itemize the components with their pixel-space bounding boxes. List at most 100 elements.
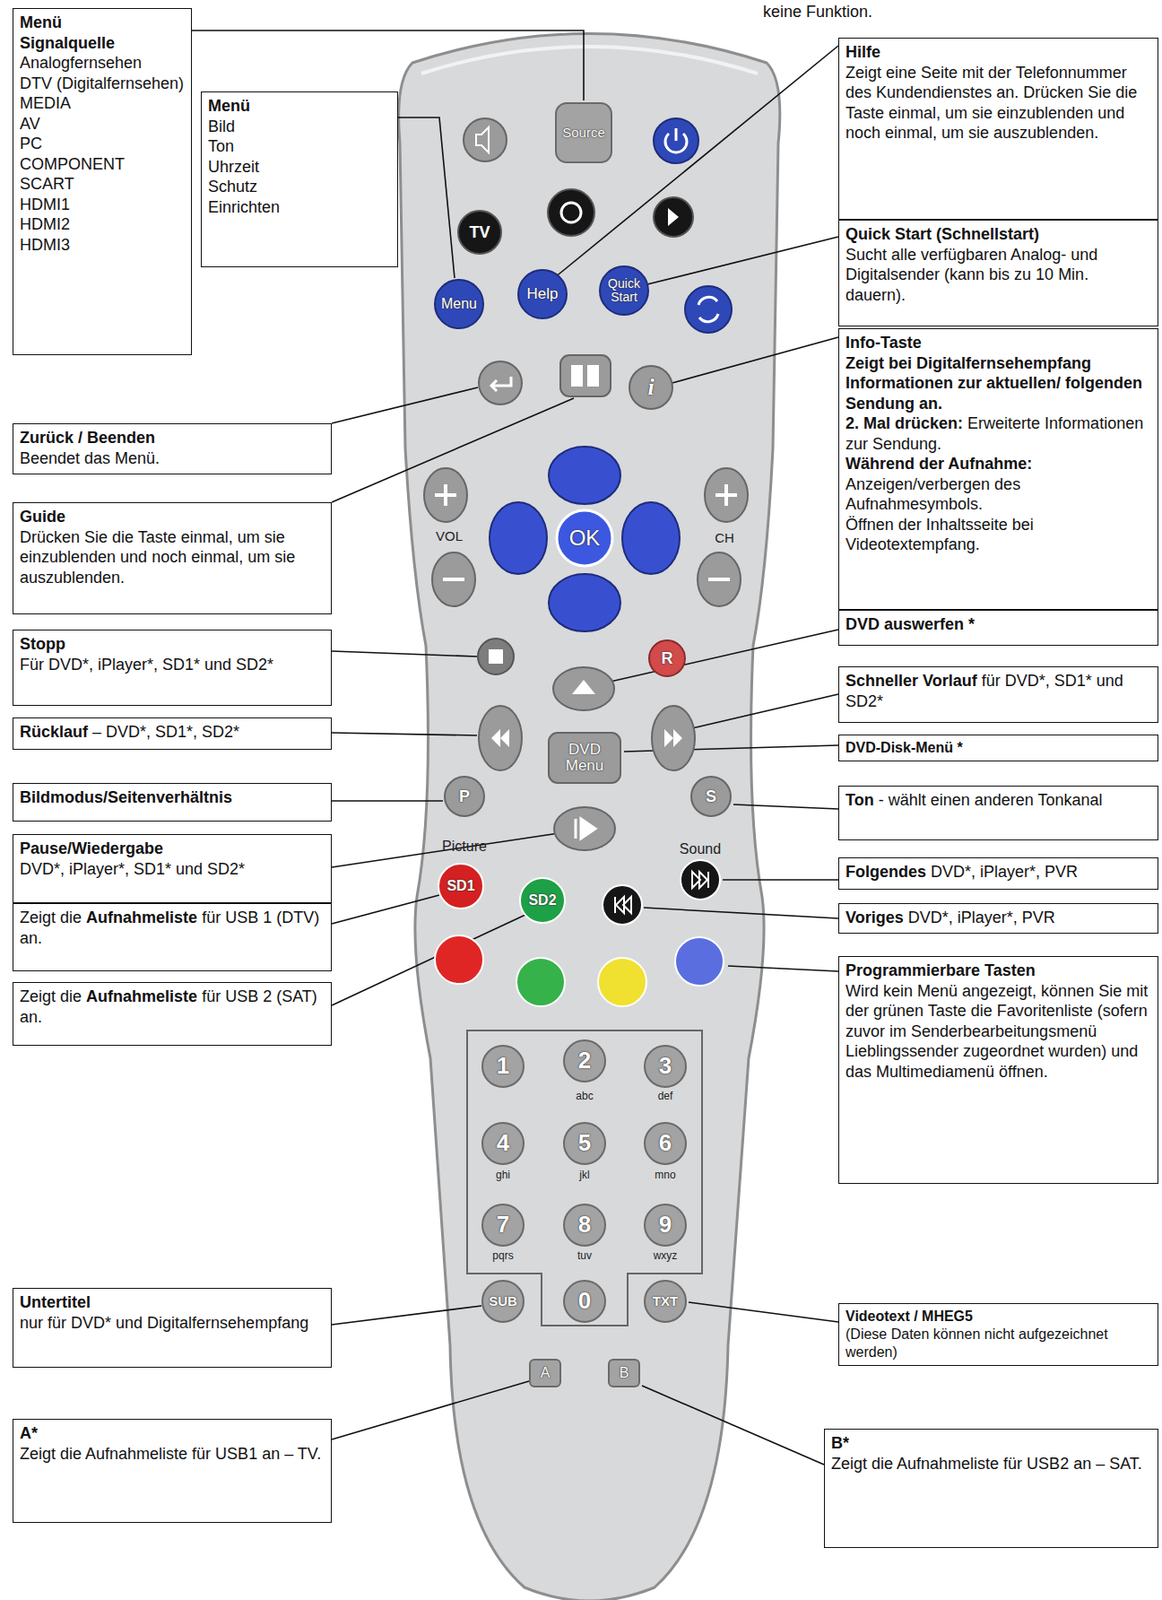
callout-heading: Voriges bbox=[845, 908, 904, 927]
button-label: DVD Menu bbox=[557, 741, 612, 774]
callout-text: Wird kein Menü angezeigt, können Sie mit… bbox=[845, 980, 1152, 1083]
callout-heading: Programmierbare Tasten bbox=[845, 960, 1152, 981]
leader-line bbox=[331, 387, 478, 424]
number-button bbox=[644, 1045, 686, 1087]
leader-line bbox=[643, 907, 839, 919]
teletext-callout: Videotext / MHEG5(Diese Daten können nic… bbox=[838, 1302, 1159, 1366]
red-button bbox=[434, 935, 484, 984]
number-pad-outline bbox=[467, 1030, 703, 1326]
rewind-button bbox=[478, 705, 522, 771]
fast-forward-callout: Schneller Vorlauffür DVD*, SD1* und SD2* bbox=[838, 666, 1159, 723]
yellow-button bbox=[598, 957, 647, 1006]
stop-button bbox=[477, 638, 514, 675]
button-label: TV bbox=[468, 224, 490, 242]
callout-text: Beendet das Menü. bbox=[19, 448, 325, 469]
callout-heading: Pause/Wiedergabe bbox=[19, 838, 325, 859]
leader-line bbox=[331, 1380, 529, 1440]
button-label: jkl bbox=[579, 1169, 590, 1181]
callout-text: Zeigt die bbox=[19, 987, 82, 1006]
callout-text: nur für DVD* und Digitalfernsehempfang bbox=[19, 1312, 325, 1334]
a-button bbox=[529, 1359, 561, 1387]
menu-callout: MenüBildTonUhrzeitSchutzEinrichten bbox=[200, 91, 399, 268]
previous-callout: VorigesDVD*, iPlayer*, PVR bbox=[838, 902, 1159, 934]
stop-callout: StoppFür DVD*, iPlayer*, SD1* und SD2* bbox=[12, 629, 332, 706]
eject-button bbox=[553, 667, 615, 711]
button-label: 3 bbox=[659, 1053, 672, 1078]
callout-heading: Zeigt bei Digitalfernsehempfang Informat… bbox=[845, 353, 1152, 415]
programmable-keys-callout: Programmierbare TastenWird kein Menü ang… bbox=[838, 955, 1159, 1184]
button-label: Source bbox=[562, 125, 606, 140]
callout-text: Zeigt eine Seite mit der Telefonnummer d… bbox=[845, 62, 1152, 144]
sd1-button bbox=[438, 863, 484, 909]
callout-text: – DVD*, SD1*, SD2* bbox=[92, 722, 240, 741]
dvd-menu-button bbox=[548, 732, 621, 783]
leader-line bbox=[688, 1301, 839, 1322]
button-label: R bbox=[661, 650, 674, 668]
down-button bbox=[548, 573, 621, 632]
callout-heading: Untertitel bbox=[19, 1292, 325, 1313]
previous-button bbox=[602, 884, 642, 925]
leader-line bbox=[398, 117, 455, 278]
button-label: P bbox=[459, 788, 470, 806]
back-icon bbox=[491, 376, 512, 391]
callout-text: PC bbox=[19, 133, 185, 155]
swap-icon bbox=[698, 296, 719, 321]
sound-button bbox=[691, 776, 731, 816]
callout-text: HDMI1 bbox=[19, 194, 185, 216]
button-label: pqrs bbox=[492, 1249, 513, 1262]
mute-icon bbox=[476, 127, 489, 153]
ok-button bbox=[556, 510, 613, 566]
subtitle-callout: Untertitelnur für DVD* und Digitalfernse… bbox=[12, 1287, 332, 1368]
number-button bbox=[563, 1040, 606, 1082]
subtitle-button bbox=[482, 1280, 524, 1322]
button-label: VOL bbox=[435, 528, 463, 544]
leader-line bbox=[602, 629, 839, 684]
callout-text: Analogfernsehen bbox=[19, 52, 185, 74]
callout-text: HDMI3 bbox=[19, 234, 185, 256]
leader-line bbox=[722, 878, 839, 881]
number-buttons bbox=[482, 1040, 686, 1387]
sd2-button bbox=[520, 877, 565, 923]
previous-icon bbox=[615, 896, 632, 913]
forward-icon bbox=[664, 728, 683, 747]
remote-highlight bbox=[421, 46, 758, 74]
button-label: Sound bbox=[679, 841, 721, 858]
callout-heading: Während der Aufnahme: bbox=[845, 453, 1152, 475]
source-button bbox=[555, 103, 612, 163]
play-pause-button bbox=[554, 806, 616, 850]
callout-text: Uhrzeit bbox=[208, 156, 391, 178]
button-label: tuv bbox=[577, 1249, 592, 1262]
button-label: Menu bbox=[441, 296, 477, 313]
button-label: OK bbox=[569, 526, 601, 549]
number-button bbox=[482, 1122, 524, 1164]
leader-line bbox=[331, 914, 526, 1006]
media-icon bbox=[667, 208, 679, 226]
forward-button bbox=[651, 705, 695, 771]
usb2-list-callout: Zeigt dieAufnahmelistefür USB 2 (SAT) an… bbox=[12, 981, 332, 1046]
callout-heading: Menü bbox=[208, 95, 391, 117]
callout-heading: Guide bbox=[19, 506, 325, 528]
guide-callout: GuideDrücken Sie die Taste einmal, um si… bbox=[12, 502, 332, 615]
button-label: 0 bbox=[578, 1288, 591, 1313]
sat-button bbox=[547, 189, 595, 236]
pause-play-callout: Pause/WiedergabeDVD*, iPlayer*, SD1* und… bbox=[12, 833, 332, 903]
swap-button bbox=[685, 286, 732, 333]
callout-text: HDMI2 bbox=[19, 214, 185, 235]
leader-line bbox=[331, 832, 565, 868]
callout-heading: Aufnahmeliste bbox=[86, 908, 198, 927]
leader-line bbox=[331, 799, 443, 802]
callout-heading: A* bbox=[19, 1422, 325, 1444]
callout-heading: Videotext / MHEG5 bbox=[845, 1307, 1152, 1326]
callout-heading: Rücklauf bbox=[19, 722, 88, 741]
leader-line bbox=[643, 236, 839, 286]
button-label: Help bbox=[527, 286, 559, 303]
button-label: B bbox=[619, 1365, 630, 1381]
button-label: CH bbox=[714, 530, 735, 546]
mute-button bbox=[463, 118, 507, 162]
picture-mode-callout: Bildmodus/Seitenverhältnis bbox=[12, 782, 332, 822]
button-label: SD1 bbox=[446, 878, 475, 894]
green-button bbox=[516, 957, 565, 1006]
callout-heading: Folgendes bbox=[845, 862, 927, 881]
callout-heading: DVD auswerfen * bbox=[845, 614, 1152, 635]
button-label: S bbox=[705, 788, 717, 806]
